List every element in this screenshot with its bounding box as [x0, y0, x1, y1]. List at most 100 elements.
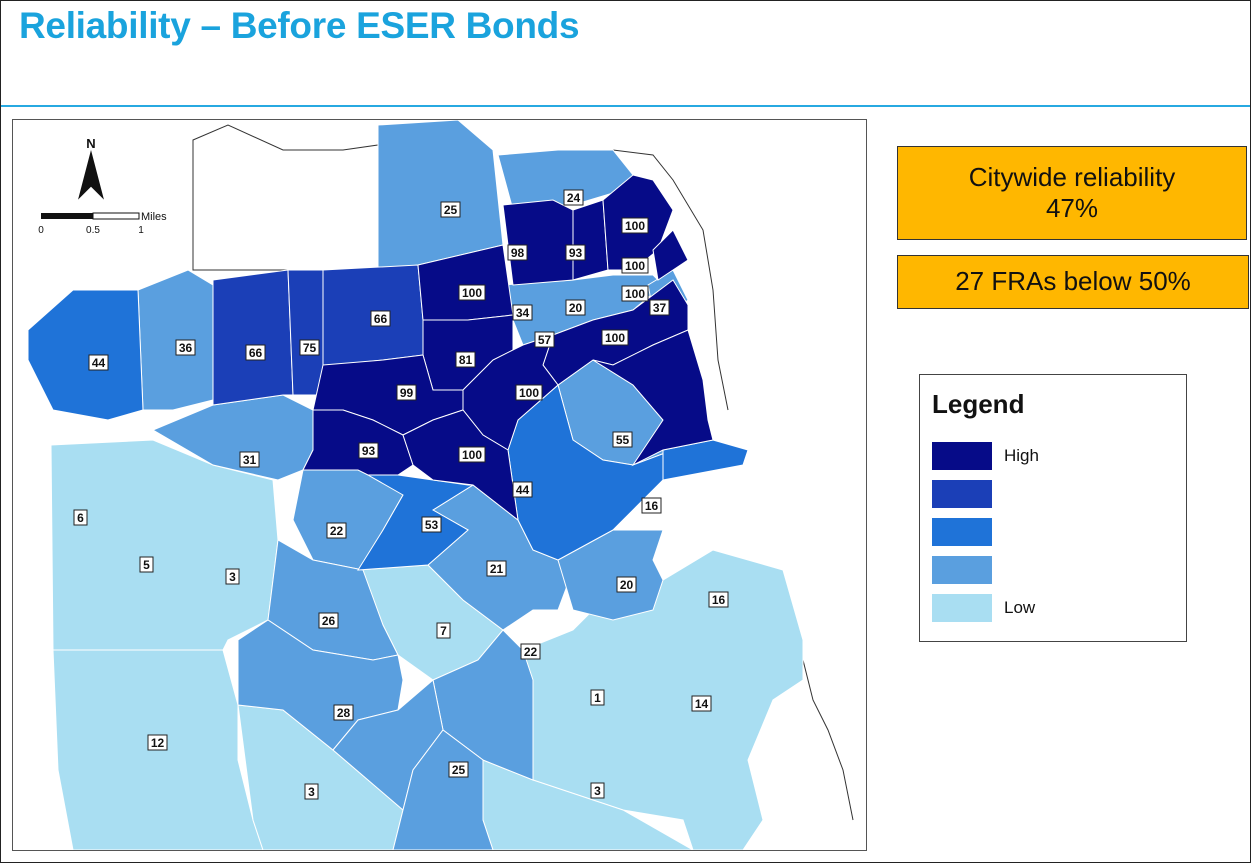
map-value-label-box [565, 299, 586, 316]
map-value-label-box [421, 516, 442, 533]
map-value-label-box [458, 284, 486, 301]
map-value-label: 31 [239, 451, 260, 468]
map-value-label: 100 [458, 284, 486, 301]
map-value-label-text: 25 [444, 203, 458, 217]
map-value-label-box [486, 560, 507, 577]
map-value-label-box [641, 497, 662, 514]
map-value-label-box [512, 481, 533, 498]
map-value-label-box [326, 522, 347, 539]
map-value-label: 100 [621, 257, 649, 274]
map-value-label-box [520, 643, 541, 660]
map-value-label-text: 16 [712, 593, 726, 607]
region-castro [302, 409, 414, 476]
map-value-label-text: 99 [400, 386, 414, 400]
map-value-label-box [612, 431, 633, 448]
map-value-label-box [318, 612, 339, 629]
map-value-label: 93 [358, 442, 379, 459]
map-value-label: 100 [621, 217, 649, 234]
legend-swatch-3 [932, 518, 992, 546]
map-value-label-text: 34 [516, 306, 530, 320]
fras-below-box: 27 FRAs below 50% [897, 255, 1249, 309]
map-value-label-text: 3 [308, 785, 315, 799]
map-value-label: 24 [563, 189, 584, 206]
map-value-label-text: 21 [490, 562, 504, 576]
map-value-label: 14 [691, 695, 712, 712]
map-value-label: 5 [139, 556, 154, 573]
map-value-label: 66 [245, 344, 266, 361]
map-value-label: 99 [396, 384, 417, 401]
map-value-label: 16 [641, 497, 662, 514]
map-value-label-text: 100 [605, 331, 625, 345]
map-value-label: 3 [590, 782, 605, 799]
map-value-label-box [512, 304, 533, 321]
map-value-label: 22 [520, 643, 541, 660]
legend-row-high: High [932, 442, 1172, 470]
map-value-label-text: 3 [594, 784, 601, 798]
north-label: N [86, 136, 95, 151]
map-value-label-box [621, 217, 649, 234]
map-value-label: 3 [304, 783, 319, 800]
scale-tick-2: 1 [138, 225, 144, 236]
map-value-label-text: 44 [516, 483, 530, 497]
map-value-label-text: 1 [594, 691, 601, 705]
legend-label-low: Low [1004, 598, 1036, 617]
legend-row-2 [932, 480, 1172, 508]
map-value-label-text: 24 [567, 191, 581, 205]
map-value-label-text: 66 [249, 346, 263, 360]
map-value-label: 81 [455, 351, 476, 368]
legend-label-high: High [1004, 446, 1039, 465]
map-value-label: 6 [73, 509, 88, 526]
map-value-label: 26 [318, 612, 339, 629]
map-value-label-text: 22 [330, 524, 344, 538]
region-ingleside [237, 619, 404, 751]
map-value-label-box [458, 446, 486, 463]
map-value-label: 44 [88, 354, 109, 371]
citywide-reliability-label: Citywide reliability [968, 162, 1176, 192]
map-value-label-box [88, 354, 109, 371]
map-value-label-text: 100 [519, 386, 539, 400]
citywide-reliability-box: Citywide reliability 47% [897, 146, 1247, 240]
map-value-label: 22 [326, 522, 347, 539]
scale-bar-black [41, 213, 93, 219]
map-value-label-text: 57 [538, 333, 552, 347]
map-value-label-box [245, 344, 266, 361]
map-value-label-text: 28 [337, 706, 351, 720]
map-value-label: 21 [486, 560, 507, 577]
map-value-label-text: 20 [620, 578, 634, 592]
map-value-label-text: 7 [440, 624, 447, 638]
map-value-label-text: 93 [362, 444, 376, 458]
map-value-label: 28 [333, 704, 354, 721]
region-telegraph [502, 199, 574, 286]
legend-swatch-low [932, 594, 992, 622]
land-outline [192, 124, 379, 271]
map-value-label-box [440, 201, 461, 218]
region-presidio-heights [212, 269, 294, 406]
region-mission-bay [592, 329, 714, 467]
legend-swatch-high [932, 442, 992, 470]
map-value-label-text: 66 [374, 312, 388, 326]
map-value-label-box [616, 576, 637, 593]
map-value-label: 66 [370, 310, 391, 327]
scale-tick-0: 0 [38, 225, 44, 236]
map-value-label-box [225, 568, 240, 585]
map-value-label: 25 [440, 201, 461, 218]
map-value-label-box [507, 244, 528, 261]
title-divider [1, 105, 1250, 107]
map-value-label: 98 [507, 244, 528, 261]
map-value-label-box [649, 299, 670, 316]
map-value-label-box [147, 734, 168, 751]
map-value-label-box [73, 509, 88, 526]
map-value-label-box [515, 384, 543, 401]
map-value-label: 7 [436, 622, 451, 639]
map-value-label-text: 12 [151, 736, 165, 750]
map-value-label-box [304, 783, 319, 800]
map-value-label-text: 93 [569, 246, 583, 260]
legend-title: Legend [932, 389, 1025, 419]
map-value-label-text: 100 [462, 286, 482, 300]
map-value-label: 16 [708, 591, 729, 608]
citywide-reliability-value: 47% [1045, 193, 1099, 223]
map-value-label-box [563, 189, 584, 206]
